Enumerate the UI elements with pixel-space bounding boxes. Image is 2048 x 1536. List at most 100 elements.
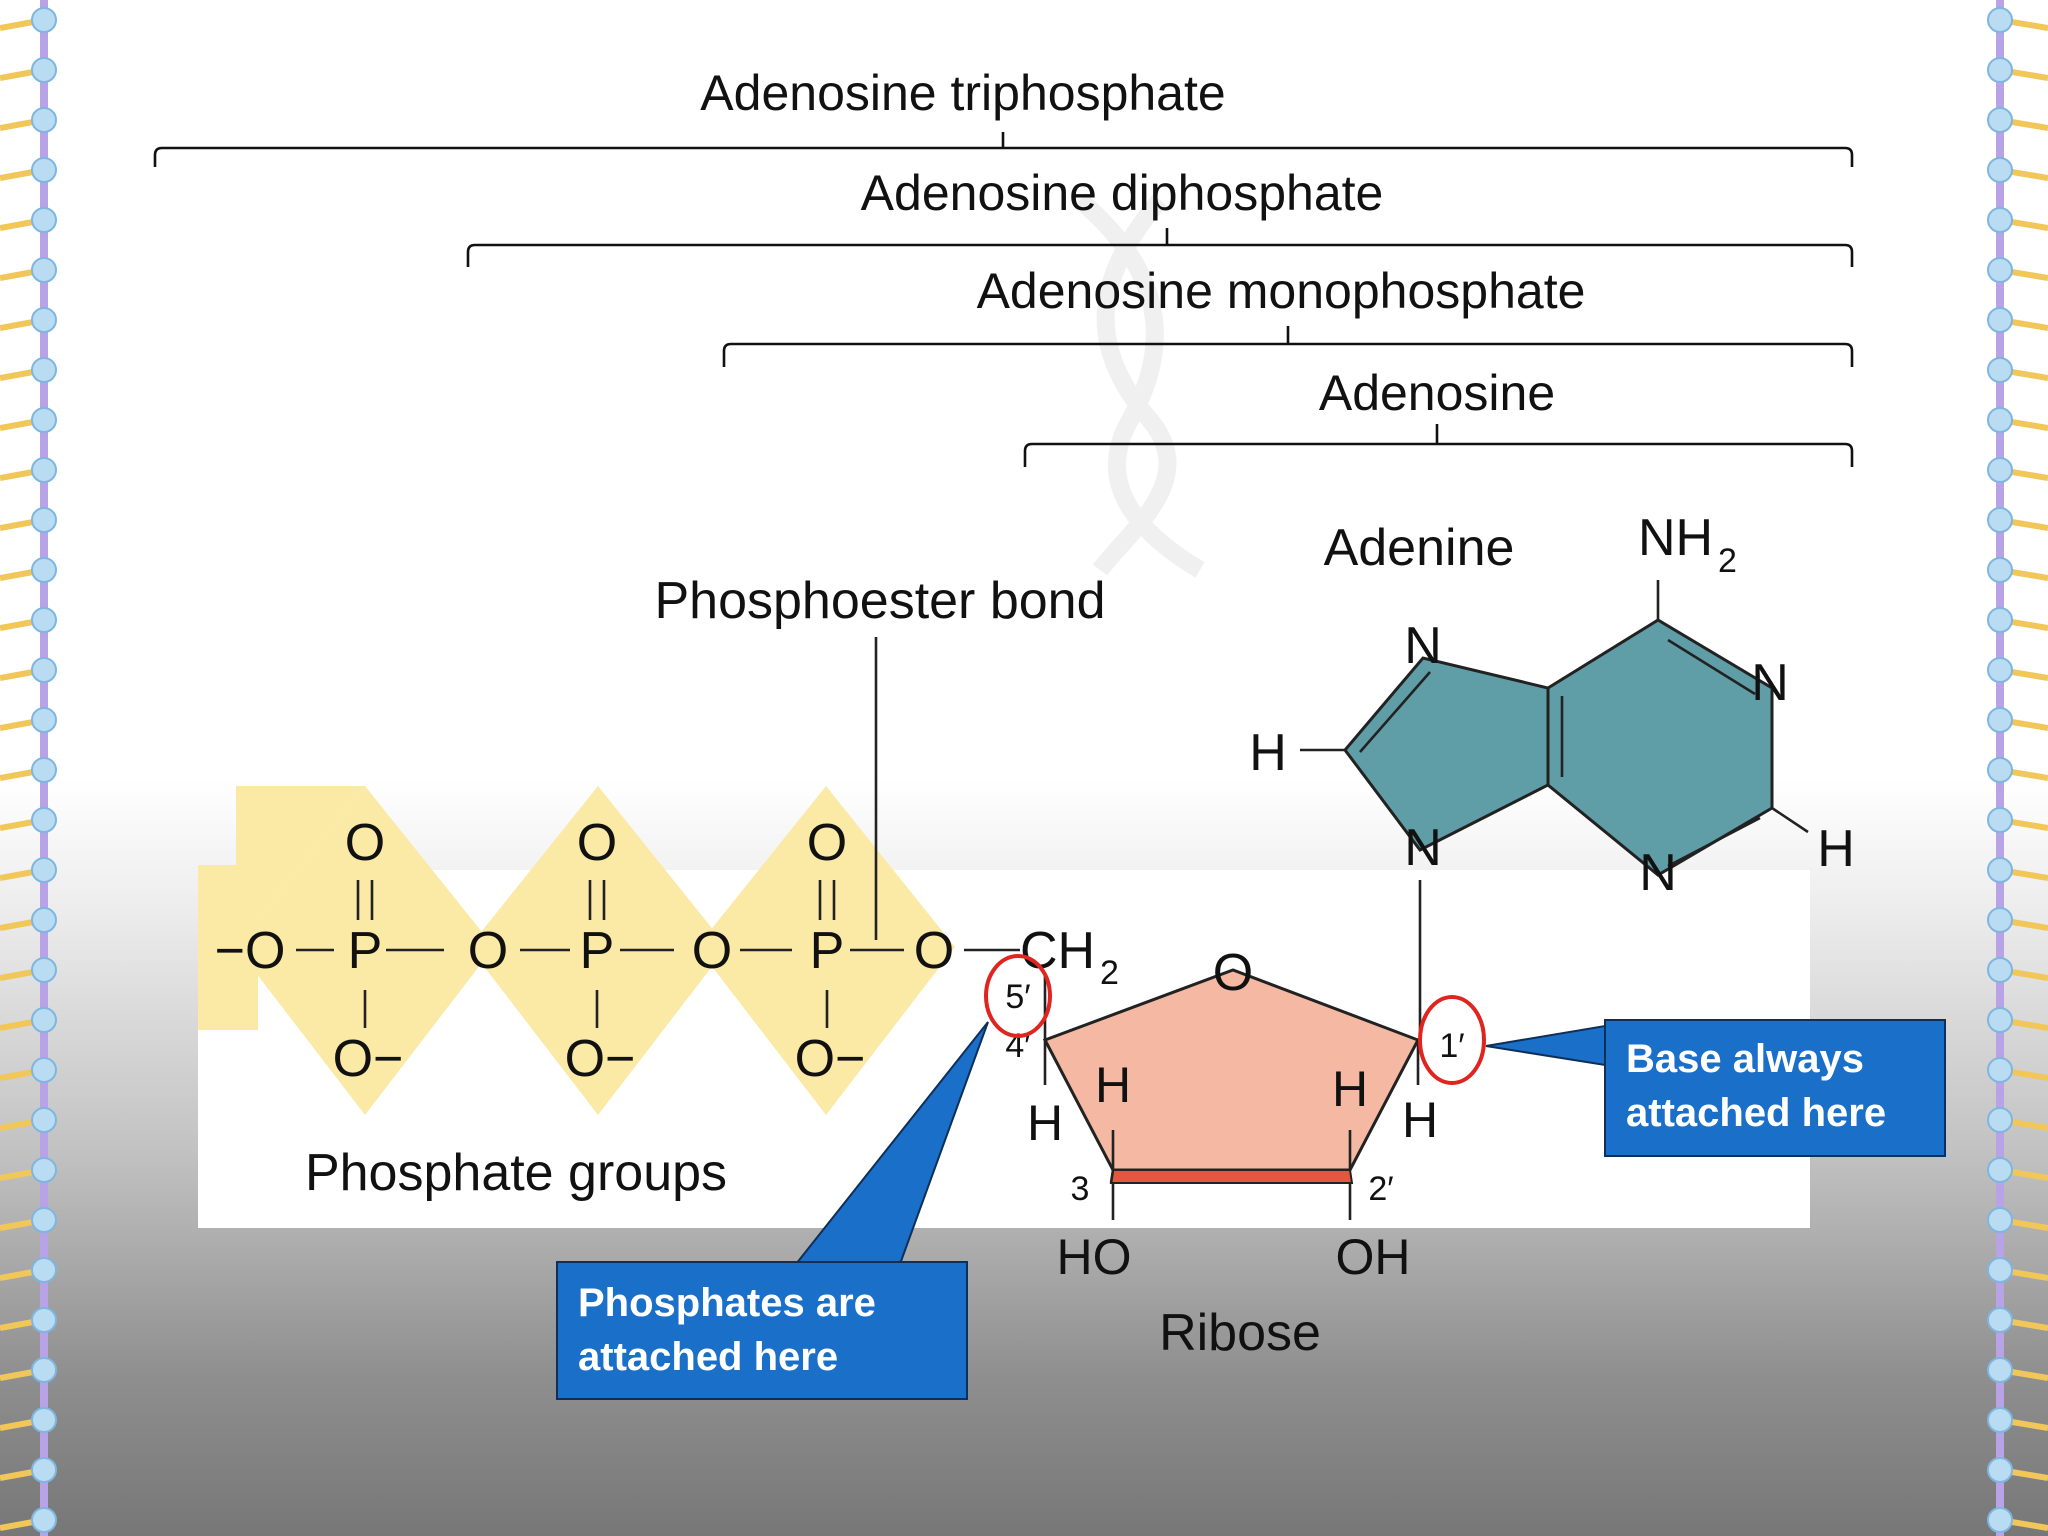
phosphate-atoms: O O O −O P O P O P O O− O− O−	[215, 814, 955, 1088]
atom-nh: NH	[1638, 509, 1713, 567]
dna-bead	[31, 7, 57, 33]
dna-bead	[1987, 157, 2013, 183]
atom-h-c2-adenine: H	[1817, 820, 1855, 878]
dna-bead	[1987, 1307, 2013, 1333]
bracket-adenosine: Adenosine	[1023, 365, 1854, 467]
atom-o-top-1: O	[345, 814, 385, 872]
position-2-prime: 2′	[1368, 1170, 1393, 1208]
dna-bead	[1987, 107, 2013, 133]
dna-bead	[31, 407, 57, 433]
atom-h-c3: H	[1095, 1057, 1131, 1113]
dna-bead	[31, 1357, 57, 1383]
atom-o-top-2: O	[577, 814, 617, 872]
dna-bead	[31, 257, 57, 283]
dna-bead	[1987, 757, 2013, 783]
dna-bead	[1987, 357, 2013, 383]
highlight-5-prime	[984, 954, 1052, 1038]
dna-bead	[1987, 1107, 2013, 1133]
callout-phosphates-line1: Phosphates are	[578, 1281, 876, 1325]
callout-base-line2: attached here	[1626, 1091, 1886, 1135]
callout-base-line1: Base always	[1626, 1037, 1864, 1081]
dna-bead	[31, 1257, 57, 1283]
dna-bead	[1987, 207, 2013, 233]
dna-bead	[31, 657, 57, 683]
left-dna-decoration	[0, 0, 57, 1536]
callout-base-attached: Base always attached here	[1485, 1019, 1946, 1157]
dna-bead	[31, 857, 57, 883]
atom-h-c4: H	[1027, 1095, 1063, 1151]
dna-bead	[31, 1107, 57, 1133]
dna-bead	[31, 1307, 57, 1333]
dna-bead	[1987, 957, 2013, 983]
dna-bead	[31, 1157, 57, 1183]
dna-bead	[31, 457, 57, 483]
dna-bead	[1987, 907, 2013, 933]
atom-p-1: P	[348, 922, 383, 980]
dna-bead	[1987, 1457, 2013, 1483]
atom-o-bridge-2: O	[692, 922, 732, 980]
bracket-label-amp: Adenosine monophosphate	[977, 263, 1586, 319]
dna-bead	[31, 107, 57, 133]
background-helix-watermark	[1074, 193, 1205, 578]
bracket-label-adenosine: Adenosine	[1319, 365, 1555, 421]
dna-bead	[1987, 257, 2013, 283]
dna-bead	[31, 757, 57, 783]
ribose-ring	[1042, 880, 1422, 1220]
atom-n9: N	[1404, 819, 1442, 877]
phosphate-chain	[296, 880, 1020, 1028]
bracket-label-adp: Adenosine diphosphate	[861, 165, 1384, 221]
dna-bead	[31, 807, 57, 833]
dna-bead	[1987, 1257, 2013, 1283]
dna-bead	[31, 157, 57, 183]
dna-bead	[31, 1407, 57, 1433]
dna-bead	[1987, 857, 2013, 883]
dna-bead	[1987, 1357, 2013, 1383]
dna-bead	[1987, 557, 2013, 583]
dna-bead	[1987, 1507, 2013, 1533]
atom-p-3: P	[810, 922, 845, 980]
callout-phosphates-line2: attached here	[578, 1335, 838, 1379]
atom-o-bridge-3: O	[914, 922, 954, 980]
dna-bead	[31, 907, 57, 933]
atom-ch-sub: 2	[1100, 954, 1119, 992]
callout-phosphates-attached: Phosphates are attached here	[556, 1021, 989, 1400]
dna-bead	[31, 607, 57, 633]
atom-n1: N	[1751, 654, 1789, 712]
atom-nh-sub: 2	[1718, 542, 1737, 580]
bracket-label-atp: Adenosine triphosphate	[700, 65, 1225, 121]
dna-bead	[1987, 1207, 2013, 1233]
dna-bead	[1987, 307, 2013, 333]
dna-bead	[31, 507, 57, 533]
atom-ring-o: O	[1213, 944, 1253, 1002]
atom-o-bridge-1: O	[468, 922, 508, 980]
position-1-prime: 1′	[1439, 1027, 1464, 1065]
highlight-1-prime	[1418, 995, 1486, 1085]
adenine-atoms: Adenine NH 2 N N N N H H	[1249, 509, 1855, 902]
atom-minus-o: −O	[215, 922, 286, 980]
label-phosphate-groups: Phosphate groups	[305, 1144, 727, 1202]
ribose-atoms: O H H H H HO OH 5′ 4′ 3 2′ 1′	[1005, 944, 1464, 1285]
dna-bead	[31, 1507, 57, 1533]
atom-ho: HO	[1057, 1229, 1132, 1285]
dna-bead	[1987, 1007, 2013, 1033]
atom-p-2: P	[580, 922, 615, 980]
atom-h-c2: H	[1332, 1061, 1368, 1117]
adenine-base	[1300, 580, 1809, 877]
atom-n3: N	[1639, 844, 1677, 902]
atom-o-minus-2: O−	[565, 1030, 636, 1088]
atom-ch: CH	[1020, 922, 1095, 980]
label-phosphoester-bond: Phosphoester bond	[654, 572, 1105, 630]
atom-h-c8: H	[1249, 724, 1287, 782]
dna-bead	[1987, 7, 2013, 33]
dna-bead	[31, 1207, 57, 1233]
label-adenine: Adenine	[1324, 519, 1515, 577]
dna-bead	[1987, 1157, 2013, 1183]
atom-oh: OH	[1336, 1229, 1411, 1285]
ch2-group: CH 2	[1020, 922, 1119, 1040]
atom-o-minus-1: O−	[333, 1030, 404, 1088]
dna-bead	[1987, 1057, 2013, 1083]
dna-bead	[1987, 1407, 2013, 1433]
bracket-amp: Adenosine monophosphate	[722, 263, 1854, 367]
dna-bead	[1987, 457, 2013, 483]
